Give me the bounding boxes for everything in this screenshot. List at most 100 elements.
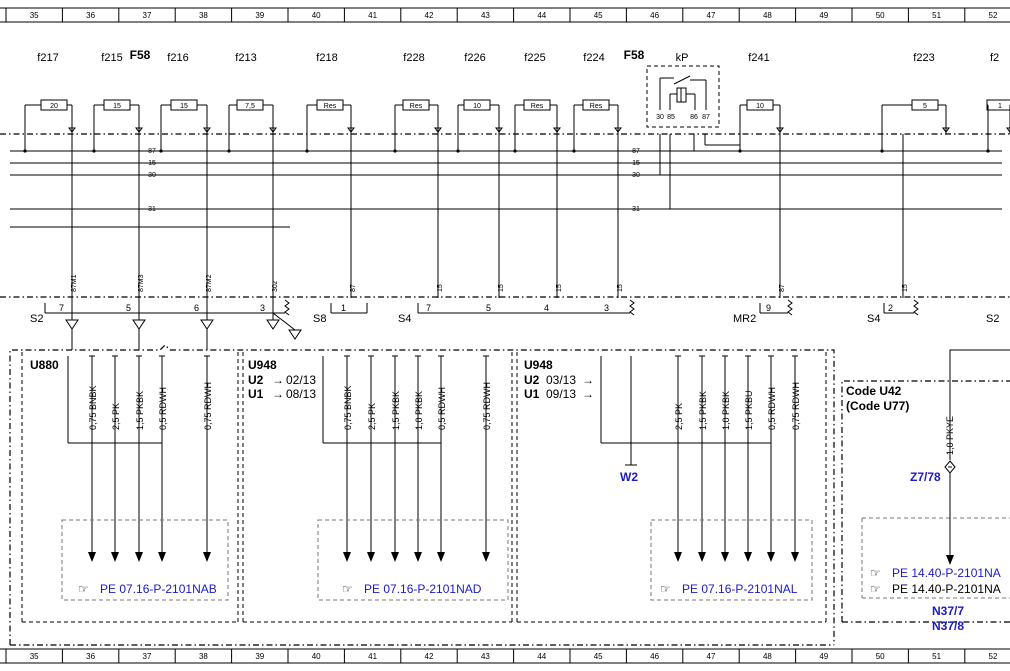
pin-label: 87M3 — [138, 274, 145, 292]
ruler-column-number: 36 — [86, 652, 95, 661]
module-variant-code: U2 — [248, 373, 264, 387]
cross-reference-link[interactable]: PE 07.16-P-2101NAB — [100, 582, 217, 596]
wire-label: 0,5 RDWH — [767, 387, 777, 430]
module-boundary — [9, 329, 835, 646]
wire-label: 0,5 RDWH — [158, 387, 168, 430]
pin-label: 15 — [556, 284, 563, 292]
ruler-column-number: 51 — [932, 652, 941, 661]
ruler-column-number: 47 — [707, 652, 716, 661]
reference-box — [650, 519, 813, 601]
relay-pin: 85 — [667, 114, 675, 121]
connector-label: Z7/78 — [910, 470, 941, 484]
ruler-column-number: 39 — [255, 652, 264, 661]
fuse-body — [236, 99, 264, 111]
cross-reference-link[interactable]: PE 07.16-P-2101NAL — [682, 582, 798, 596]
fuse-name: f225 — [524, 52, 545, 64]
arrow-head — [767, 552, 775, 562]
fuse-rating: 10 — [473, 103, 481, 110]
ruler-column-number: 50 — [876, 652, 885, 661]
fuse-name: f215 — [101, 52, 122, 64]
ruler-column-number: 46 — [650, 11, 659, 20]
ruler-column-number: 42 — [425, 652, 434, 661]
fuse-rating: 1 — [998, 103, 1002, 110]
connector-number: 3 — [604, 303, 609, 313]
ruler-column-number: 49 — [819, 11, 828, 20]
fuse-name: f213 — [235, 52, 256, 64]
ruler-column-number: 41 — [368, 11, 377, 20]
pin-marker — [434, 127, 442, 133]
pin-label: 15 — [902, 284, 909, 292]
ruler-column-number: 36 — [86, 11, 95, 20]
ruler-column-number: 51 — [932, 11, 941, 20]
connector-number: 6 — [194, 303, 199, 313]
pointing-hand-icon: ☞ — [342, 582, 353, 596]
ruler-column-number: 43 — [481, 11, 490, 20]
cross-reference-link[interactable]: PE 14.40-P-2101NA — [892, 566, 1001, 580]
pin-marker — [269, 127, 277, 133]
fuse-body — [582, 99, 610, 111]
pointing-hand-icon: ☞ — [660, 582, 671, 596]
arrow-head — [744, 552, 752, 562]
ruler-column-number: 48 — [763, 652, 772, 661]
connector-number: 3 — [260, 303, 265, 313]
ruler-column-number: 40 — [312, 11, 321, 20]
fuse-rating: Res — [531, 103, 544, 110]
fuse-rating: 20 — [50, 103, 58, 110]
cross-reference-link[interactable]: PE 07.16-P-2101NAD — [364, 582, 482, 596]
arrow-head — [414, 552, 422, 562]
connector-label: S4 — [398, 313, 411, 325]
ruler-column-number: 39 — [255, 11, 264, 20]
ruler-column-number: 38 — [199, 11, 208, 20]
arrow-icon: → — [582, 387, 594, 401]
wire-label: 0,5 RDWH — [437, 387, 447, 430]
ruler-column-number: 47 — [707, 11, 716, 20]
ruler-column-number: 50 — [876, 11, 885, 20]
arrow-head — [391, 552, 399, 562]
fuse-rating: 15 — [113, 103, 121, 110]
fuse-name: f2 — [990, 52, 999, 64]
wire-label: 1,0 PKBK — [721, 391, 731, 430]
connector-number: 1 — [341, 303, 346, 313]
fuse-rating: 5 — [923, 103, 927, 110]
wire-label: 1,5 PKBK — [391, 391, 401, 430]
reference-box — [317, 519, 509, 601]
ruler-column-number: 52 — [989, 652, 998, 661]
fuse-body — [523, 99, 551, 111]
module-title: U948 — [524, 358, 553, 372]
ruler-column-number: 45 — [594, 11, 603, 20]
fuse-rating: 15 — [180, 103, 188, 110]
arrow-head — [343, 552, 351, 562]
bus-label: 30 — [148, 172, 156, 179]
pin-marker — [614, 127, 622, 133]
connector-number: 2 — [888, 303, 893, 313]
ruler-column-number: 44 — [537, 652, 546, 661]
ground-w2: W2 — [620, 356, 638, 484]
connector-number: 5 — [486, 303, 491, 313]
ruler-column-number: 44 — [537, 11, 546, 20]
ruler-column-number: 35 — [30, 11, 39, 20]
fuse-body — [986, 99, 1010, 111]
arrow-head — [721, 552, 729, 562]
fuse-name: f218 — [316, 52, 337, 64]
connector-label: S4 — [867, 313, 880, 325]
pin-marker — [1006, 127, 1010, 133]
ruler-column-number: 48 — [763, 11, 772, 20]
arrow-head — [437, 552, 445, 562]
lower-connectors: S2 S8 S4 MR2 S4 S2 7 5 6 3 1 7 5 4 3 9 2 — [30, 298, 999, 340]
code-u42-section: Code U42 (Code U77) 1,0 PKYE Z7/78 ☞ PE … — [841, 349, 1010, 633]
ruler-column-number: 46 — [650, 652, 659, 661]
wire-label: 2,5 PK — [111, 403, 121, 430]
fuse-name: f223 — [913, 52, 934, 64]
wire-label: 2,5 PK — [674, 403, 684, 430]
fuse-drops — [71, 110, 904, 298]
arrow-icon: → — [582, 373, 594, 387]
pin-label: 30z — [272, 280, 279, 292]
module-variant-date: 02/13 — [286, 373, 316, 387]
pin-label: 87M1 — [71, 274, 78, 292]
fuse-body — [402, 99, 430, 111]
pointing-hand-icon: ☞ — [78, 582, 89, 596]
pin-label: 15 — [617, 284, 624, 292]
